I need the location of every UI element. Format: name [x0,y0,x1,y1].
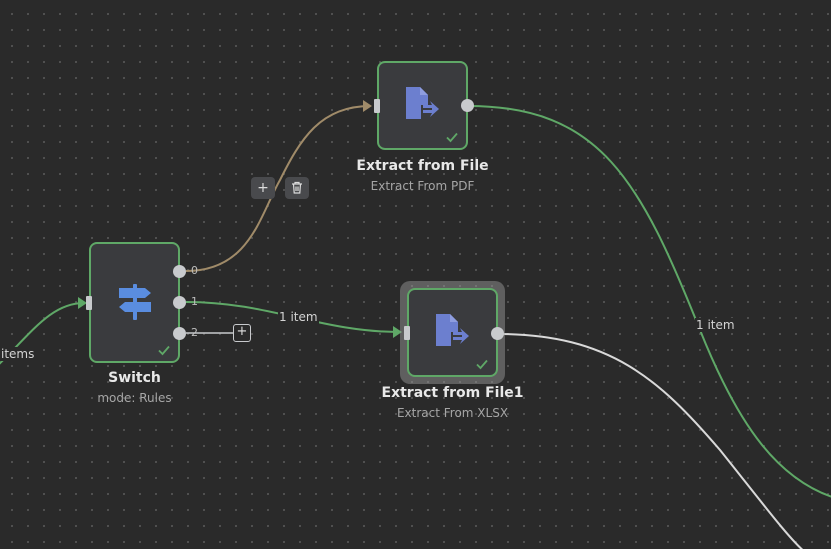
switch-output-handle-0[interactable] [173,265,186,278]
switch-node[interactable] [89,242,180,363]
edge-delete-button[interactable] [285,177,309,199]
add-node-output-2-button[interactable]: + [233,324,251,342]
edge-extract-xlsx-out[interactable] [497,333,805,549]
edge-switch-0-to-extract-pdf[interactable] [185,105,371,272]
edge-label-incoming: items [0,347,36,361]
switch-output-label-1: 1 [191,295,198,308]
switch-node-subtitle: mode: Rules [97,391,172,405]
file-export-icon [406,87,439,119]
edge-arrow-extract-pdf-in [363,100,372,112]
extract-pdf-node-subtitle: Extract From PDF [370,179,475,193]
switch-output-handle-1[interactable] [173,296,186,309]
trash-icon [292,181,302,194]
edge-add-node-button[interactable]: + [251,177,275,199]
edge-label-switch-to-xlsx: 1 item [278,310,319,324]
extract-pdf-input-handle[interactable] [374,99,380,113]
edge-extract-pdf-out[interactable] [467,105,831,498]
switch-output-label-2: 2 [191,326,198,339]
extract-pdf-node[interactable] [377,61,468,150]
extract-xlsx-output-handle[interactable] [491,327,504,340]
file-export-icon [436,314,469,346]
switch-output-handle-2[interactable] [173,327,186,340]
signpost-icon [119,284,151,320]
extract-pdf-node-title: Extract from File [356,158,489,174]
extract-pdf-output-handle[interactable] [461,99,474,112]
switch-node-title: Switch [108,370,161,386]
edge-arrow-extract-xlsx-in [393,326,402,338]
extract-xlsx-node[interactable] [407,288,498,377]
edge-arrow-switch-in [78,297,87,309]
success-check-icon [158,345,170,356]
extract-xlsx-input-handle[interactable] [404,326,410,340]
extract-xlsx-node-title: Extract from File1 [381,385,524,401]
switch-output-label-0: 0 [191,264,198,277]
switch-input-handle[interactable] [86,296,92,310]
edge-label-pdf-out: 1 item [695,318,736,332]
success-check-icon [446,132,458,143]
success-check-icon [476,359,488,370]
extract-xlsx-node-subtitle: Extract From XLSX [396,406,509,420]
